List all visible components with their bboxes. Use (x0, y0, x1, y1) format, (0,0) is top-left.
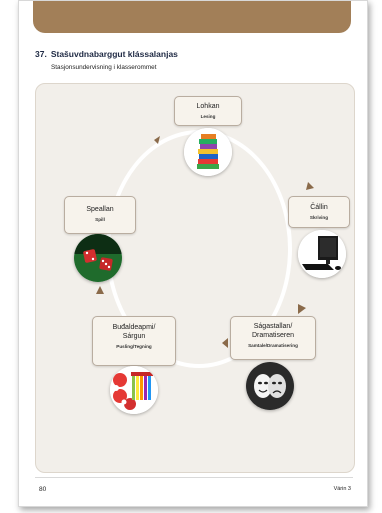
station-budaldeapmi: Buđaldeapmi/ Sárgun Pusling/Tegning (92, 316, 176, 366)
arrow-4 (96, 286, 104, 294)
heading-number: 37. (35, 49, 47, 59)
arrow-1 (306, 182, 314, 190)
station-sagastallan: Ságastallan/ Dramatiseren Samtale/Dramat… (230, 316, 316, 360)
station-diagram: Lohkan Lesing Čállin Skriving (35, 83, 355, 473)
arrow-2 (298, 304, 306, 314)
book-label: Várin 3 (333, 486, 351, 492)
station-sublabel: Samtale/Dramatisering (248, 343, 298, 348)
arrow-3 (222, 338, 228, 348)
header-band (33, 1, 351, 33)
heading-subtitle: Stasjonsundervisning i klasserommet (51, 64, 157, 71)
footer-divider (35, 477, 353, 478)
station-label: Lohkan (196, 103, 220, 110)
station-label: Čállin (310, 204, 328, 211)
station-sublabel: Spill (95, 217, 105, 222)
station-label: Buđaldeapmi/ Sárgun (112, 324, 156, 340)
heading-title: Stašuvdnabarggut klássalanjas (50, 49, 178, 59)
page-footer: 80 Várin 3 (35, 477, 353, 497)
heading: 37.Stašuvdnabarggut klássalanjas Stasjon… (35, 44, 178, 71)
station-lohkan: Lohkan Lesing (174, 96, 242, 126)
station-speallan: Speallan Spill (64, 196, 136, 234)
books-icon (184, 128, 232, 176)
cycle-arrows (96, 136, 314, 348)
station-sublabel: Skriving (309, 215, 329, 220)
station-sublabel: Pusling/Tegning (116, 344, 152, 349)
station-callin: Čállin Skriving (288, 196, 350, 228)
station-label: Ságastallan/ Dramatiseren (251, 323, 294, 339)
theater-masks-icon (246, 362, 294, 410)
station-label: Speallan (86, 206, 114, 213)
arrow-5 (154, 136, 160, 144)
computer-icon (298, 230, 346, 278)
puzzle-pencils-icon (110, 366, 158, 414)
dice-icon (74, 234, 122, 282)
station-sublabel: Lesing (200, 114, 216, 119)
document-page: 37.Stašuvdnabarggut klássalanjas Stasjon… (18, 0, 368, 507)
page-number: 80 (39, 486, 47, 493)
